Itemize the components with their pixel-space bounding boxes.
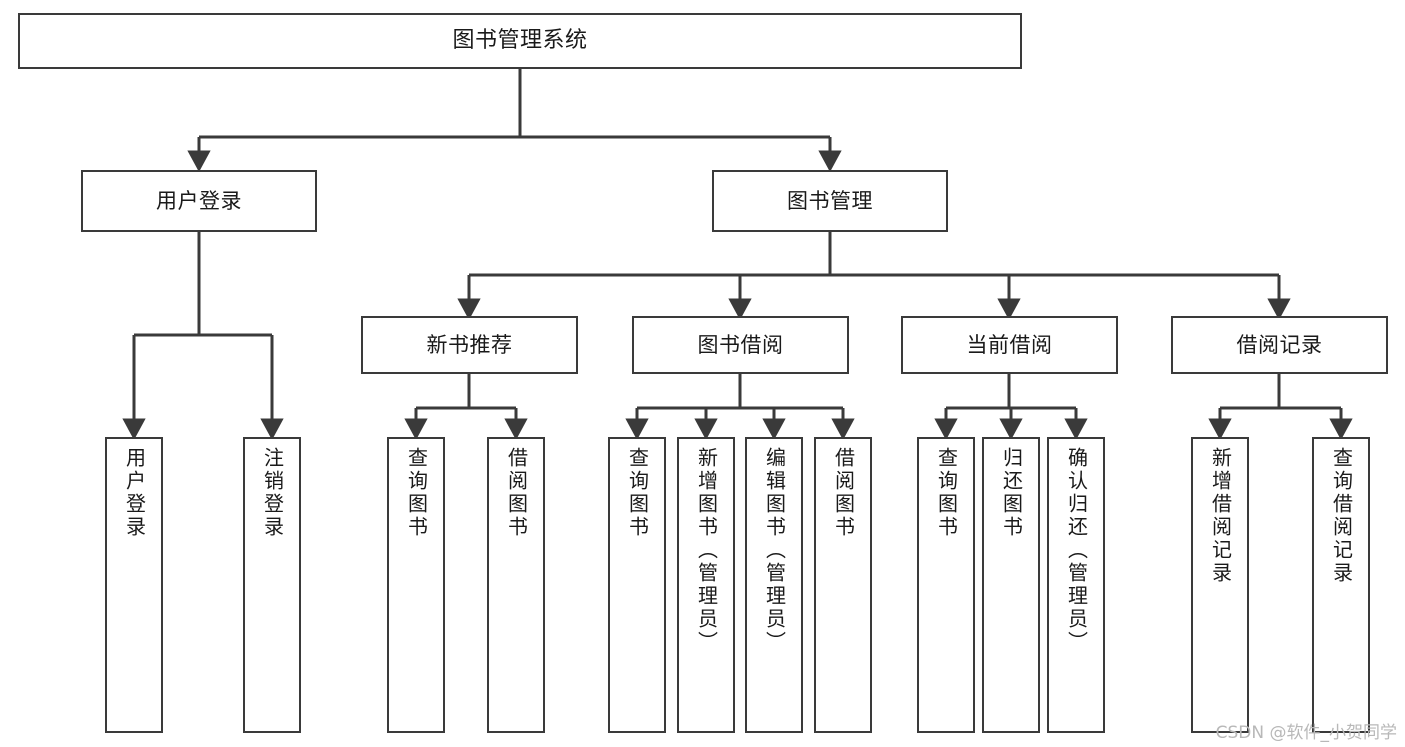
- connector-user-login-to-leaves: [122, 232, 284, 440]
- node-leaf-edit-book[interactable]: 编辑图书（管理员）: [745, 437, 803, 733]
- node-leaf-query-book-3[interactable]: 查询图书: [917, 437, 975, 733]
- node-book-borrow[interactable]: 图书借阅: [632, 316, 849, 374]
- node-leaf-confirm-return-label: 确认归还（管理员）: [1064, 447, 1089, 654]
- node-current-borrow-label: 当前借阅: [966, 332, 1053, 357]
- connector-root-to-level2: [187, 69, 842, 172]
- connector-book-borrow-to-leaves: [625, 374, 855, 440]
- node-leaf-query-book-3-label: 查询图书: [934, 447, 959, 539]
- node-new-book-recommend-label: 新书推荐: [426, 332, 513, 357]
- node-root[interactable]: 图书管理系统: [18, 13, 1022, 69]
- watermark-label: CSDN @软件_小贺同学: [1215, 723, 1397, 743]
- node-leaf-user-logout[interactable]: 注销登录: [243, 437, 301, 733]
- node-leaf-query-record-label: 查询借阅记录: [1329, 447, 1354, 585]
- node-leaf-borrow-book-2[interactable]: 借阅图书: [814, 437, 872, 733]
- node-leaf-user-login-label: 用户登录: [122, 447, 147, 539]
- node-new-book-recommend[interactable]: 新书推荐: [361, 316, 578, 374]
- node-leaf-query-record[interactable]: 查询借阅记录: [1312, 437, 1370, 733]
- node-user-login-label: 用户登录: [156, 188, 242, 213]
- node-root-label: 图书管理系统: [452, 28, 588, 54]
- node-leaf-add-book-label: 新增图书（管理员）: [694, 447, 719, 654]
- connector-book-manage-to-level3: [457, 232, 1291, 320]
- node-leaf-confirm-return[interactable]: 确认归还（管理员）: [1047, 437, 1105, 733]
- node-book-manage-label: 图书管理: [787, 188, 873, 213]
- node-borrow-record[interactable]: 借阅记录: [1171, 316, 1388, 374]
- node-leaf-query-book-2-label: 查询图书: [625, 447, 650, 539]
- node-book-borrow-label: 图书借阅: [697, 332, 784, 357]
- connector-new-book-recommend-to-leaves: [404, 374, 528, 440]
- node-leaf-query-book-1[interactable]: 查询图书: [387, 437, 445, 733]
- node-book-manage[interactable]: 图书管理: [712, 170, 948, 232]
- node-leaf-query-book-2[interactable]: 查询图书: [608, 437, 666, 733]
- node-leaf-user-login[interactable]: 用户登录: [105, 437, 163, 733]
- node-leaf-user-logout-label: 注销登录: [260, 447, 285, 539]
- node-leaf-add-book[interactable]: 新增图书（管理员）: [677, 437, 735, 733]
- node-leaf-return-book-label: 归还图书: [999, 447, 1024, 539]
- node-leaf-edit-book-label: 编辑图书（管理员）: [762, 447, 787, 654]
- node-leaf-add-record-label: 新增借阅记录: [1208, 447, 1233, 585]
- node-user-login[interactable]: 用户登录: [81, 170, 317, 232]
- node-leaf-borrow-book-1-label: 借阅图书: [504, 447, 529, 539]
- connector-current-borrow-to-leaves: [934, 374, 1088, 440]
- node-leaf-query-book-1-label: 查询图书: [404, 447, 429, 539]
- node-leaf-add-record[interactable]: 新增借阅记录: [1191, 437, 1249, 733]
- connector-borrow-record-to-leaves: [1208, 374, 1353, 440]
- node-leaf-borrow-book-2-label: 借阅图书: [831, 447, 856, 539]
- node-leaf-return-book[interactable]: 归还图书: [982, 437, 1040, 733]
- node-borrow-record-label: 借阅记录: [1236, 332, 1323, 357]
- node-leaf-borrow-book-1[interactable]: 借阅图书: [487, 437, 545, 733]
- node-current-borrow[interactable]: 当前借阅: [901, 316, 1118, 374]
